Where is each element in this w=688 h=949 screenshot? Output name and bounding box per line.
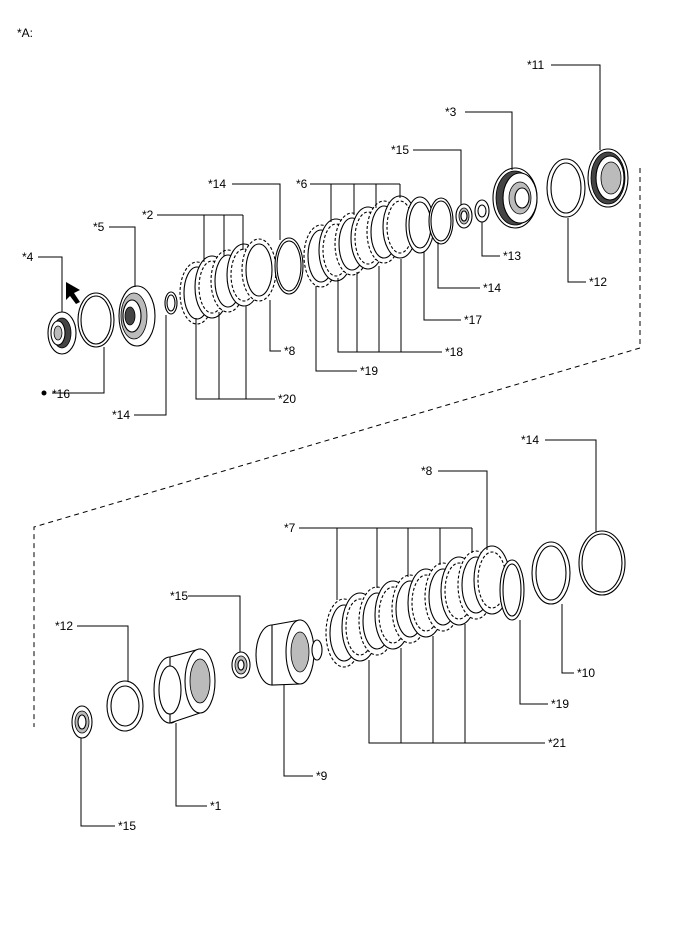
part-5-piston bbox=[118, 285, 156, 347]
part-19-flange-plate-bottom bbox=[499, 559, 525, 621]
callout-16: *16 bbox=[52, 387, 70, 401]
callout-12-bottom: *12 bbox=[55, 619, 73, 633]
callout-5: *5 bbox=[93, 220, 105, 234]
callout-14-a: *14 bbox=[112, 408, 130, 422]
clutch-pack-7-21 bbox=[325, 545, 511, 668]
part-9-clutch-drum bbox=[255, 619, 323, 686]
part-14-snap-ring-b bbox=[274, 237, 304, 295]
callout-8-bottom: *8 bbox=[421, 464, 433, 478]
callout-12-top: *12 bbox=[589, 275, 607, 289]
callout-15-bottom: *15 bbox=[118, 819, 136, 833]
callout-9: *9 bbox=[316, 769, 328, 783]
part-17-plate bbox=[405, 196, 435, 254]
part-13-washer bbox=[474, 199, 490, 223]
part-14-snap-ring-c bbox=[428, 197, 454, 245]
part-12-thrust-plate-bottom bbox=[106, 680, 144, 732]
bullet-dot-icon bbox=[41, 390, 47, 396]
callout-15-mid: *15 bbox=[170, 589, 188, 603]
clutch-pack-2-20 bbox=[179, 238, 277, 325]
callout-19-top: *19 bbox=[360, 364, 378, 378]
part-15-bearing-mid bbox=[231, 651, 251, 679]
part-12-thrust-plate-top bbox=[546, 158, 586, 218]
callout-7: *7 bbox=[284, 521, 296, 535]
callout-14-c: *14 bbox=[483, 281, 501, 295]
callout-14-b: *14 bbox=[208, 177, 226, 191]
part-15-bearing-top bbox=[455, 203, 473, 229]
callout-13: *13 bbox=[503, 249, 521, 263]
part-16-o-ring bbox=[77, 292, 115, 348]
callout-6: *6 bbox=[296, 177, 308, 191]
part-11-ring-gear bbox=[587, 148, 629, 208]
callout-18: *18 bbox=[445, 345, 463, 359]
callout-4: *4 bbox=[22, 250, 34, 264]
part-3-clutch-drum bbox=[492, 167, 538, 229]
assembly-boundary-dashed-line bbox=[33, 168, 641, 727]
part-15-bearing-bottom bbox=[71, 705, 93, 739]
part-4-gear bbox=[47, 311, 77, 355]
callout-10: *10 bbox=[577, 666, 595, 680]
callout-21: *21 bbox=[548, 736, 566, 750]
part-1-clutch-hub bbox=[153, 648, 216, 724]
callout-15-top: *15 bbox=[391, 143, 409, 157]
part-14-snap-ring-a bbox=[164, 291, 178, 315]
callout-11: *11 bbox=[527, 58, 544, 72]
leader-lines bbox=[38, 64, 601, 827]
callout-19-bottom: *19 bbox=[551, 697, 569, 711]
callout-20: *20 bbox=[278, 392, 296, 406]
part-10-ring bbox=[531, 541, 571, 605]
callout-2: *2 bbox=[142, 208, 154, 222]
callout-3: *3 bbox=[445, 105, 457, 119]
callout-1: *1 bbox=[210, 799, 222, 813]
arrow-icon bbox=[66, 282, 80, 304]
figure-label: *A: bbox=[17, 26, 33, 40]
part-14-snap-ring-d bbox=[578, 530, 626, 596]
callout-8-top: *8 bbox=[284, 344, 296, 358]
callout-14-d: *14 bbox=[521, 433, 539, 447]
clutch-pack-6-18 bbox=[303, 195, 418, 288]
callout-17: *17 bbox=[464, 313, 482, 327]
